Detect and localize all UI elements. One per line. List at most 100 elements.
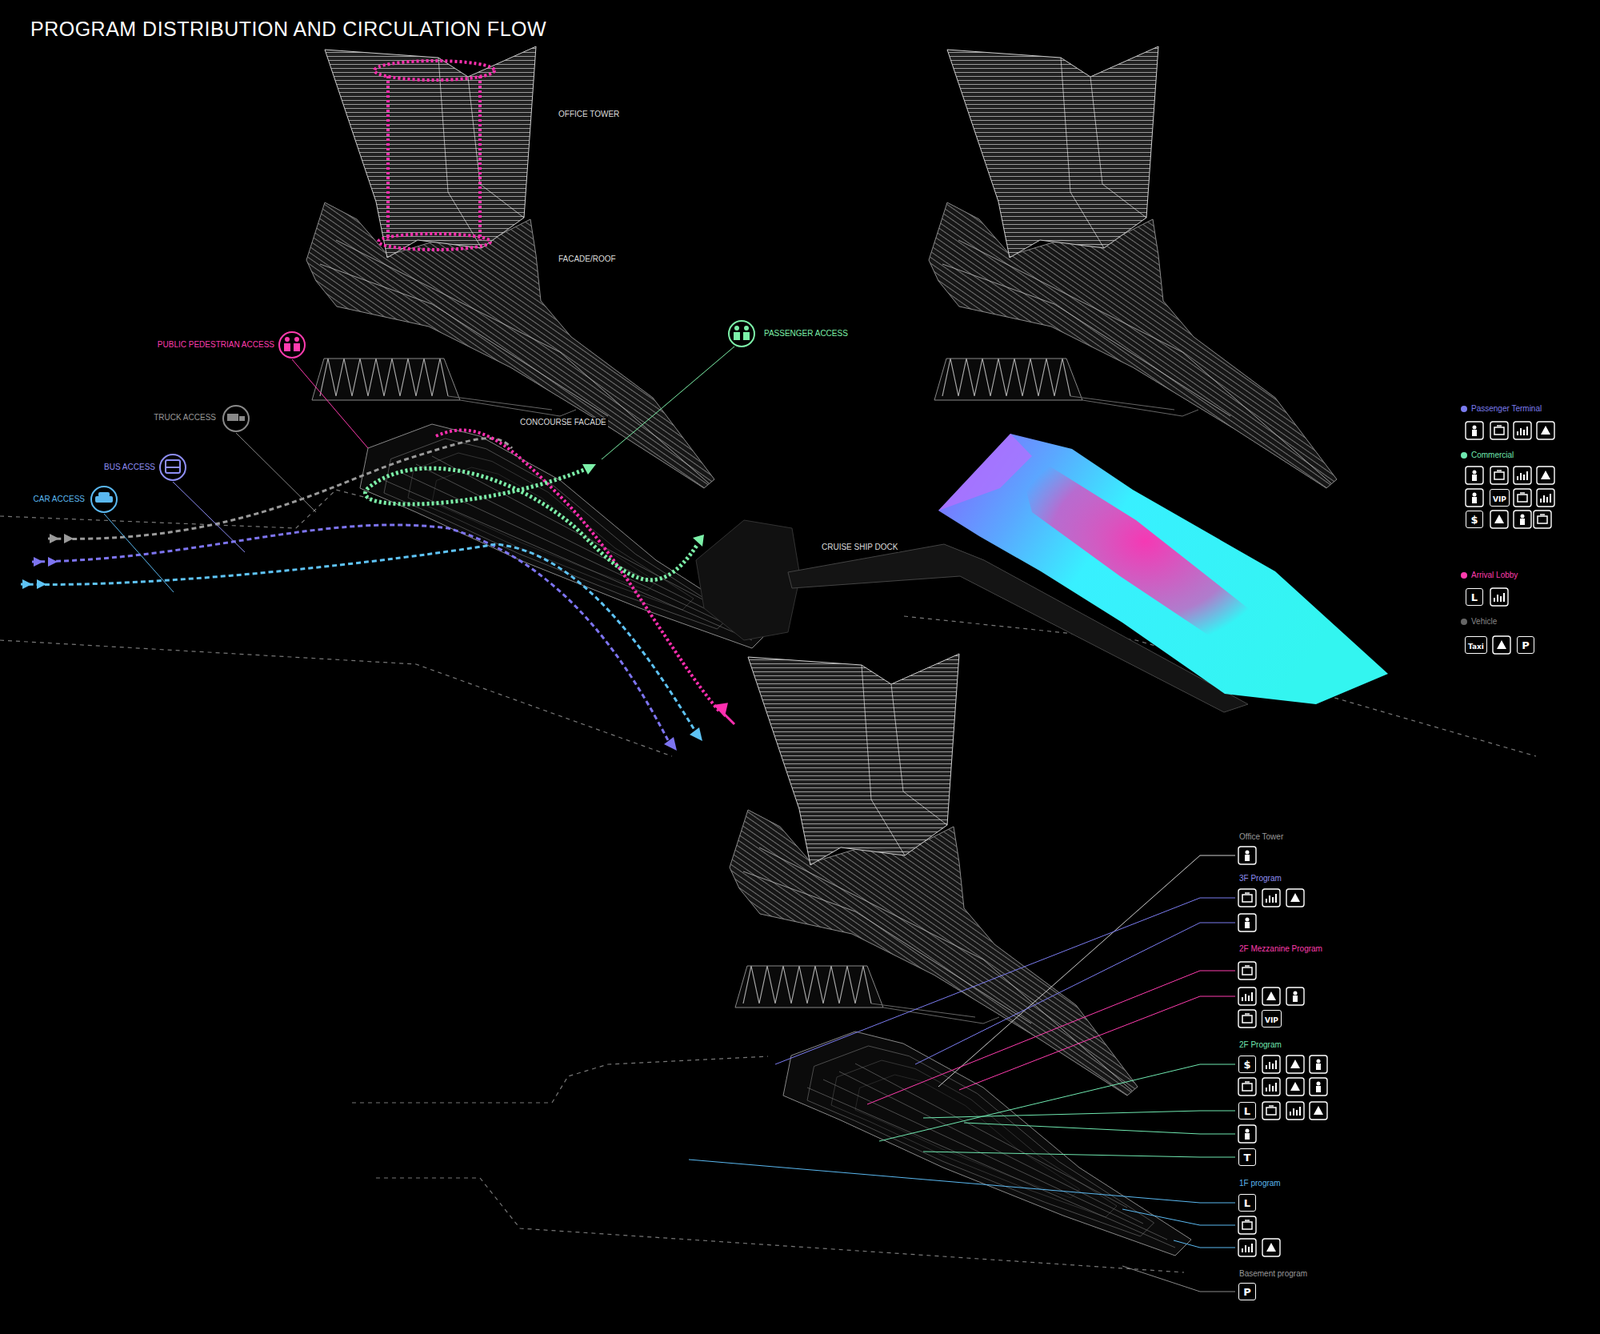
pictogram-icon [1536,421,1555,440]
illustration-part [0,489,376,528]
pictogram-part [1242,1083,1252,1091]
icon-letter: P [1521,639,1530,652]
pictogram-icon [1513,466,1532,484]
pictogram-icon [1536,466,1555,484]
icon-letter: Taxi [1468,642,1484,651]
pictogram-part [1517,426,1528,436]
pictogram-part [1540,513,1545,516]
pictogram-part [1490,588,1508,606]
illustration-part [1173,1240,1236,1248]
pictogram-part [1238,846,1256,864]
pictogram-part [1490,510,1508,528]
legend-item: Vehicle [1460,616,1497,627]
pictogram-part [1472,425,1477,430]
program-icon: Taxi [1464,636,1488,654]
pictogram-part [1238,1216,1256,1234]
pictogram-icon [1309,1077,1328,1096]
illustration-part [938,433,1032,511]
illustration-part [733,332,740,340]
pictogram-part [1242,1015,1252,1023]
pictogram-icon [1465,421,1484,440]
illustration-part [49,533,74,544]
concourse-contours [783,1031,1192,1256]
pictogram-part [1262,1238,1280,1256]
program-icon: $ [1465,510,1484,528]
icon-letter: T [1244,1151,1252,1164]
illustration-part [20,544,695,730]
program-icon: L [1238,1101,1256,1120]
pictogram-icon [1286,888,1304,907]
illustration-part [32,524,668,740]
illustration-part [95,496,113,503]
icon-letter: VIP [1264,1016,1279,1024]
pictogram-icon [1309,1101,1328,1120]
diagram-title: PROGRAM DISTRIBUTION AND CIRCULATION FLO… [30,17,547,41]
illustration-part [104,513,174,592]
program-icon: VIP [1489,488,1510,507]
legend-item: Arrival Lobby [1460,570,1518,580]
pictogram-part [1245,917,1250,922]
pictogram-part [1494,472,1504,480]
illustration-part [729,653,1192,1256]
illustration-part [165,466,180,468]
legend-swatch [1460,452,1468,459]
illustration-part [365,468,698,580]
pictogram-icon [1286,1101,1304,1120]
illustration-part [696,520,800,640]
pictogram-part [1244,964,1250,967]
pictogram-part [1244,892,1250,894]
pictogram-part [1536,466,1555,484]
pictogram-part [1472,492,1477,497]
illustration-part [915,922,1236,1064]
pictogram-part [1465,421,1484,440]
program-icon: $ [1238,1055,1256,1073]
pictogram-part [1293,991,1298,996]
annotation-label: OFFICE TOWER [556,109,621,120]
pictogram-part [1242,967,1252,975]
illustration-part [964,1122,1236,1134]
legend-text: Commercial [1471,450,1514,460]
legend-text: Passenger Terminal [1471,404,1542,413]
pictogram-part [1316,1063,1321,1070]
pictogram-icon [1262,1055,1280,1073]
annotation-label: BUS ACCESS [102,462,157,472]
pictogram-part [1513,421,1532,440]
annotation-label: CRUISE SHIP DOCK [820,542,900,552]
illustration-part [923,1110,1236,1118]
illustration-part [33,556,58,567]
illustration-part [239,416,245,421]
pictogram-icon [1513,510,1532,528]
illustration-part [172,481,245,552]
pictogram-icon [1513,488,1532,507]
legend-item: Passenger Terminal [1460,404,1542,414]
annotation-label: PASSENGER ACCESS [762,328,850,339]
illustration-part [716,704,735,724]
illustration-part [352,1056,768,1103]
illustration-part [689,727,703,741]
pictogram-part [1266,991,1276,1000]
legend-item: Commercial [1460,450,1514,460]
pictogram-part [1238,1077,1256,1096]
pictogram-part [1244,854,1250,861]
pictogram-part [1244,1219,1250,1221]
icon-letter: P [1243,1285,1252,1298]
circulation-flows [20,429,720,740]
pictogram-part [1238,1238,1256,1256]
icon-letter: L [1471,591,1478,604]
pictogram-icon [1286,1055,1304,1073]
annotation-label: 3F Program [1237,873,1284,884]
pictogram-icon [1262,1238,1280,1256]
pictogram-icon [1533,510,1552,528]
illustration-part [284,343,291,352]
pictogram-icon [1490,466,1508,484]
program-icon: P [1516,636,1535,654]
pictogram-icon [1238,1077,1256,1096]
program-icon: T [1238,1148,1256,1166]
illustration-part [1010,433,1280,648]
pictogram-part [1238,913,1256,932]
pictogram-part [1309,1077,1328,1096]
illustration-part [292,359,368,448]
pictogram-part [1496,640,1507,649]
pictogram-icon [1286,1077,1304,1096]
